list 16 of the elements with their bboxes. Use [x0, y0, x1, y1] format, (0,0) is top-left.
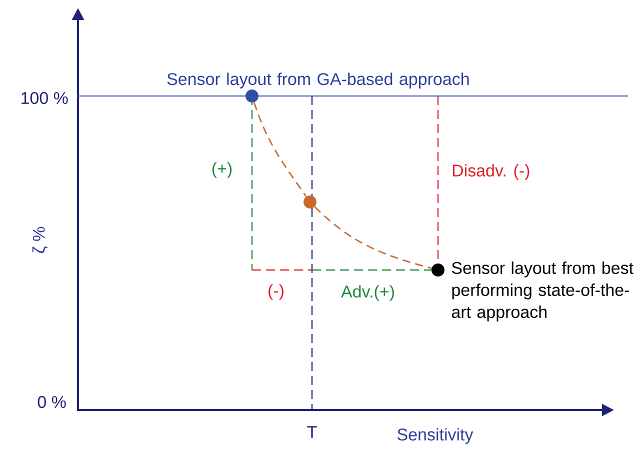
- curve: [314, 206, 432, 269]
- axis-title: ζ %: [32, 226, 48, 253]
- annotation-label: Disadv. (-): [452, 164, 530, 180]
- tick-label: T: [307, 426, 317, 438]
- point-label: Sensor layout from GA-based approach: [167, 72, 469, 88]
- point-label: Sensor layout from best performing state-of-the-art approach: [452, 262, 634, 322]
- annotation-label: (+): [212, 162, 232, 178]
- tick-label: 100 %: [22, 92, 68, 104]
- data-point: [304, 196, 316, 208]
- data-point: [432, 264, 444, 276]
- tick-label: 0 %: [38, 396, 66, 408]
- curve: [253, 102, 307, 197]
- annotation-label: Adv.(+): [341, 285, 394, 301]
- data-point: [246, 90, 258, 102]
- axis-title: Sensitivity: [398, 428, 474, 444]
- annotation-label: (-): [268, 284, 284, 300]
